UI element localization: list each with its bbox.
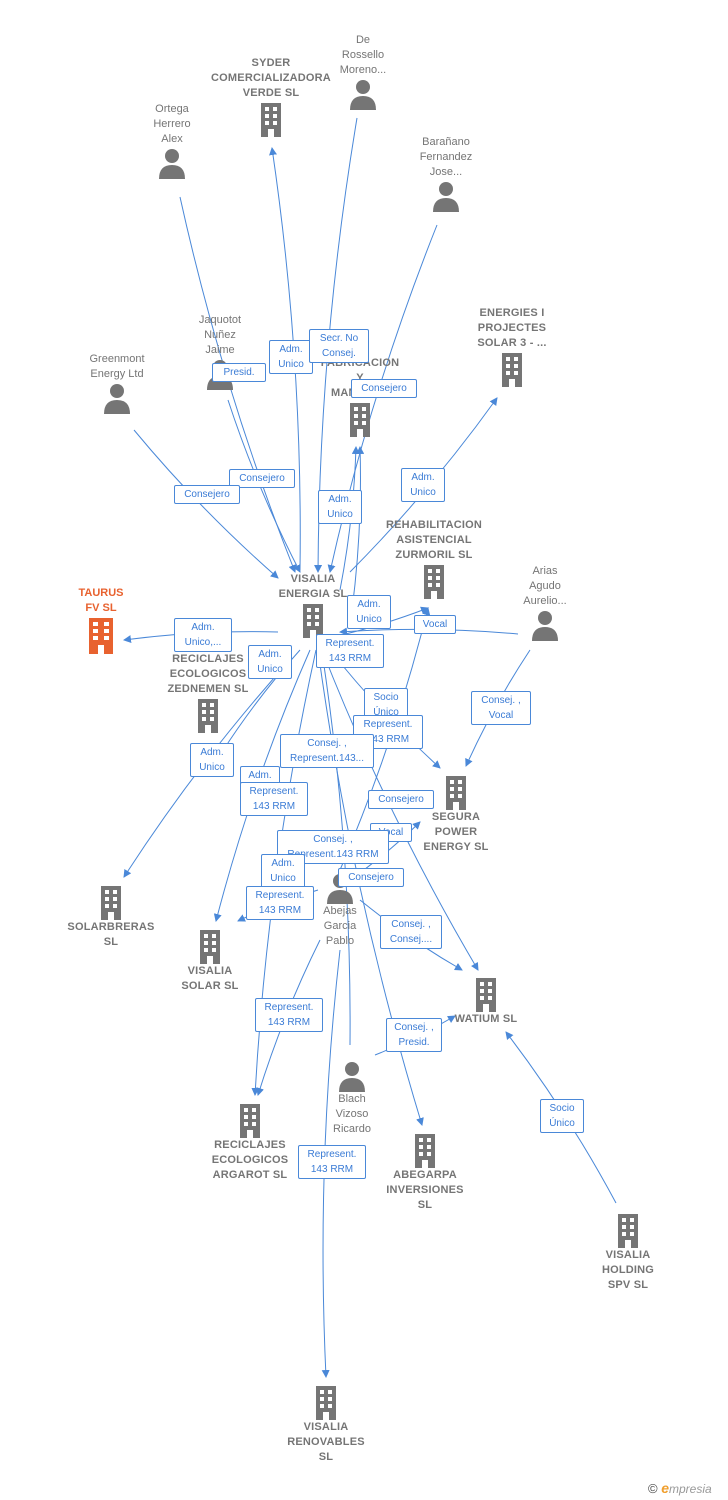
relation-label[interactable]: Consejero <box>368 790 434 809</box>
edge-venergia-abegarpa <box>317 649 424 1126</box>
node-label: VISALIA HOLDING SPV SL <box>601 1249 655 1291</box>
node-visalia-renovables[interactable]: VISALIA RENOVABLES SL <box>261 1384 391 1465</box>
copyright-footer: © empresia <box>648 1480 712 1496</box>
relation-label[interactable]: Adm. Unico <box>347 595 391 629</box>
node-syder[interactable]: SYDER COMERCIALIZADORA VERDE SL <box>206 56 336 137</box>
node-label: Arias Agudo Aurelio... <box>523 565 567 607</box>
node-ortega[interactable]: Ortega Herrero Alex <box>107 102 237 179</box>
node-visalia-energia[interactable]: VISALIA ENERGIA SL <box>248 572 378 638</box>
node-label: ABEGARPA INVERSIONES SL <box>386 1169 464 1211</box>
relation-label[interactable]: Consejero <box>338 868 404 887</box>
node-label: Ortega Herrero Alex <box>153 103 191 145</box>
building-icon <box>316 1386 336 1420</box>
copyright-symbol: © <box>648 1481 658 1496</box>
relation-label[interactable]: Consejero <box>229 469 295 488</box>
relation-label[interactable]: Adm. Unico <box>261 854 305 888</box>
node-taurus[interactable]: TAURUS FV SL <box>36 586 166 654</box>
relation-label[interactable]: Represent. 143 RRM <box>255 998 323 1032</box>
node-label: VISALIA SOLAR SL <box>181 965 239 992</box>
node-label: Jaquotot Nuñez Jaime <box>198 314 242 356</box>
node-arias[interactable]: Arias Agudo Aurelio... <box>480 564 610 641</box>
edge-greenmont-venergia <box>133 429 279 579</box>
node-greenmont[interactable]: Greenmont Energy Ltd <box>52 352 182 414</box>
node-label: VISALIA RENOVABLES SL <box>287 1421 365 1463</box>
node-label: RECICLAJES ECOLOGICOS ZEDNEMEN SL <box>167 653 249 695</box>
building-icon <box>200 930 220 964</box>
node-label: SEGURA POWER ENERGY SL <box>423 811 489 853</box>
relation-label[interactable]: Represent. 143 RRM <box>246 886 314 920</box>
building-icon <box>198 699 218 733</box>
building-icon <box>303 604 323 638</box>
building-icon <box>350 403 370 437</box>
person-icon <box>433 182 459 212</box>
relation-label[interactable]: Adm. <box>240 766 280 785</box>
node-visalia-solar[interactable]: VISALIA SOLAR SL <box>145 928 275 994</box>
node-baranano[interactable]: Barañano Fernandez Jose... <box>381 135 511 212</box>
person-icon <box>104 384 130 414</box>
brand-name: mpresia <box>669 1482 712 1496</box>
building-icon <box>261 103 281 137</box>
relation-label[interactable]: Adm. Unico <box>190 743 234 777</box>
brand-initial: e <box>661 1480 670 1496</box>
building-icon <box>446 776 466 810</box>
node-argarot[interactable]: RECICLAJES ECOLOGICOS ARGAROT SL <box>185 1102 315 1183</box>
node-label: SYDER COMERCIALIZADORA VERDE SL <box>211 57 331 99</box>
relation-label[interactable]: Represent. 143 RRM <box>298 1145 366 1179</box>
building-icon <box>415 1134 435 1168</box>
relation-label[interactable]: Consej. , Vocal <box>471 691 531 725</box>
relation-label[interactable]: Adm. Unico <box>269 340 313 374</box>
node-zednemen[interactable]: RECICLAJES ECOLOGICOS ZEDNEMEN SL <box>143 652 273 733</box>
relation-label[interactable]: Consej. , Consej.... <box>380 915 442 949</box>
relation-label[interactable]: Consej. , Presid. <box>386 1018 442 1052</box>
relation-label[interactable]: Adm. Unico <box>401 468 445 502</box>
relation-label[interactable]: Represent. 143 RRM <box>240 782 308 816</box>
relation-label[interactable]: Consejero <box>174 485 240 504</box>
person-icon <box>532 611 558 641</box>
node-label: SOLARBRERAS SL <box>67 921 155 948</box>
node-blach[interactable]: Blach Vizoso Ricardo <box>287 1060 417 1137</box>
edge-venergia-fabricacion <box>351 446 365 611</box>
node-label: TAURUS FV SL <box>78 587 124 614</box>
node-label: VISALIA ENERGIA SL <box>278 573 348 600</box>
building-icon <box>101 886 121 920</box>
relation-label[interactable]: Represent. 143 RRM <box>316 634 384 668</box>
node-label: ENERGIES I PROJECTES SOLAR 3 - ... <box>477 307 547 349</box>
node-label: Abejas Garcia Pablo <box>323 905 357 947</box>
relation-label[interactable]: Consej. , Represent.143... <box>280 734 374 768</box>
person-icon <box>350 80 376 110</box>
node-visalia-holding[interactable]: VISALIA HOLDING SPV SL <box>563 1212 693 1293</box>
node-rossello[interactable]: De Rossello Moreno... <box>298 33 428 110</box>
relation-label[interactable]: Socio Único <box>540 1099 584 1133</box>
relation-label[interactable]: Adm. Unico <box>318 490 362 524</box>
node-energies[interactable]: ENERGIES I PROJECTES SOLAR 3 - ... <box>447 306 577 387</box>
node-segura[interactable]: SEGURA POWER ENERGY SL <box>391 774 521 855</box>
building-icon <box>424 565 444 599</box>
building-icon <box>502 353 522 387</box>
node-label: Blach Vizoso Ricardo <box>333 1093 371 1135</box>
person-icon <box>339 1062 365 1092</box>
node-label: Barañano Fernandez Jose... <box>419 136 473 178</box>
building-icon <box>476 978 496 1012</box>
node-label: REHABILITACION ASISTENCIAL ZURMORIL SL <box>385 519 483 561</box>
node-label: RECICLAJES ECOLOGICOS ARGAROT SL <box>211 1139 289 1181</box>
building-icon <box>618 1214 638 1248</box>
relation-label[interactable]: Adm. Unico <box>248 645 292 679</box>
relation-label[interactable]: Adm. Unico,... <box>174 618 232 652</box>
relation-label[interactable]: Presid. <box>212 363 266 382</box>
node-rehabilitacion[interactable]: REHABILITACION ASISTENCIAL ZURMORIL SL <box>369 518 499 599</box>
relation-label[interactable]: Consejero <box>351 379 417 398</box>
node-label: WATIUM SL <box>454 1013 518 1025</box>
node-label: De Rossello Moreno... <box>339 34 387 76</box>
person-icon <box>159 149 185 179</box>
building-icon <box>240 1104 260 1138</box>
building-icon <box>89 618 113 654</box>
node-label: Greenmont Energy Ltd <box>89 353 145 380</box>
node-abegarpa[interactable]: ABEGARPA INVERSIONES SL <box>360 1132 490 1213</box>
node-watium[interactable]: WATIUM SL <box>421 976 551 1027</box>
relation-label[interactable]: Vocal <box>414 615 456 634</box>
node-solarbreras[interactable]: SOLARBRERAS SL <box>46 884 176 950</box>
relation-label[interactable]: Secr. No Consej. <box>309 329 369 363</box>
edge-venergia-watium <box>321 649 479 971</box>
